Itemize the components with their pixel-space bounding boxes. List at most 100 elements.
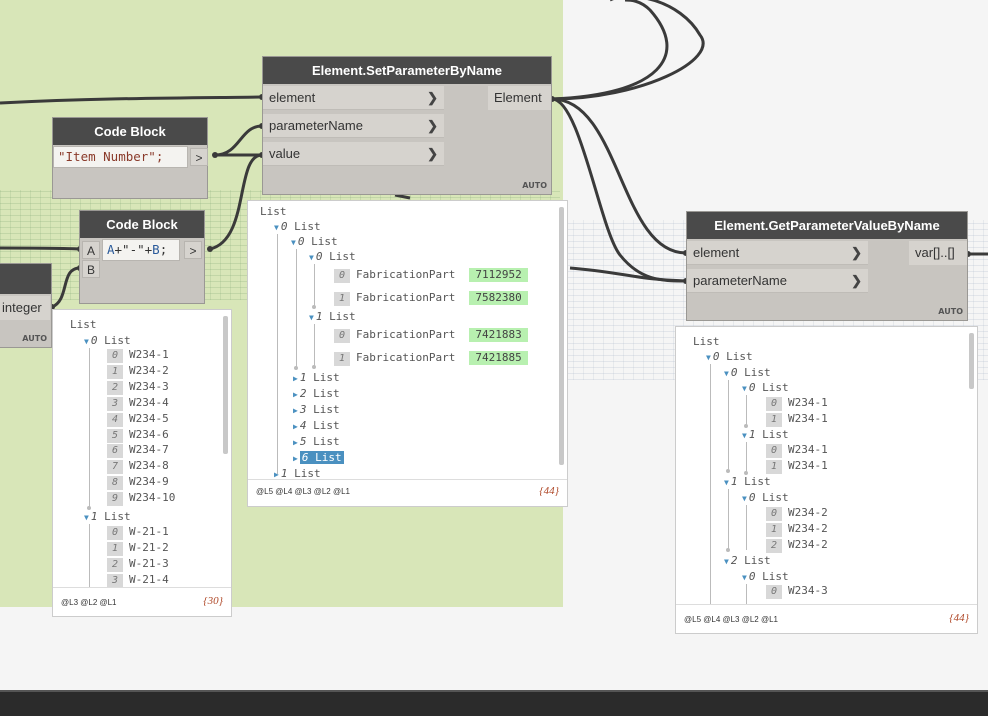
code-block-node-2[interactable]: Code Block A B A+"-"+B; > xyxy=(79,210,205,304)
partial-node[interactable]: integer AUTO xyxy=(0,263,52,348)
get-parameter-node-title[interactable]: Element.GetParameterValueByName xyxy=(687,212,967,239)
output-port-var[interactable]: var[]..[] xyxy=(909,241,967,265)
collapsed-triangle-icon[interactable]: ▶ xyxy=(293,406,298,415)
list-item[interactable]: ▼0 List xyxy=(291,235,338,248)
chevron-right-icon[interactable]: ❯ xyxy=(851,245,862,260)
expand-triangle-icon[interactable]: ▼ xyxy=(84,513,89,522)
collapsed-triangle-icon[interactable]: ▶ xyxy=(293,438,298,447)
collapsed-triangle-icon[interactable]: ▶ xyxy=(293,390,298,399)
code-block-title[interactable]: Code Block xyxy=(53,118,207,145)
chevron-right-icon[interactable]: ❯ xyxy=(427,90,438,105)
lacing-auto-label[interactable]: AUTO xyxy=(522,181,547,190)
list-item[interactable]: ▼1 List xyxy=(742,428,789,441)
code-block-node-1[interactable]: Code Block "Item Number"; > xyxy=(52,117,208,199)
chevron-right-icon[interactable]: ❯ xyxy=(427,146,438,161)
lacing-auto-label[interactable]: AUTO xyxy=(22,334,47,343)
expand-triangle-icon[interactable]: ▼ xyxy=(724,369,729,378)
expand-triangle-icon[interactable]: ▼ xyxy=(309,313,314,322)
input-port-element[interactable]: element❯ xyxy=(263,86,444,110)
expand-triangle-icon[interactable]: ▼ xyxy=(742,384,747,393)
expand-triangle-icon[interactable]: ▼ xyxy=(742,431,747,440)
code-editor-line[interactable]: "Item Number"; xyxy=(53,146,188,168)
scrollbar-thumb[interactable] xyxy=(969,333,974,389)
collapsed-triangle-icon[interactable]: ▶ xyxy=(293,454,298,463)
code-editor-line[interactable]: A+"-"+B; xyxy=(102,239,180,261)
expand-triangle-icon[interactable]: ▼ xyxy=(742,573,747,582)
list-item[interactable]: ▼0 List xyxy=(724,366,771,379)
expand-triangle-icon[interactable]: ▼ xyxy=(724,478,729,487)
input-port-parameterName[interactable]: parameterName❯ xyxy=(263,114,444,138)
list-item[interactable]: ▼0 List xyxy=(274,220,321,233)
output-port-code2[interactable]: > xyxy=(184,241,202,259)
expand-triangle-icon[interactable]: ▼ xyxy=(291,238,296,247)
code-text[interactable]: "Item Number"; xyxy=(58,149,164,164)
expand-triangle-icon[interactable]: ▼ xyxy=(706,353,711,362)
collapsed-triangle-icon[interactable]: ▶ xyxy=(274,470,279,478)
scrollbar-thumb[interactable] xyxy=(223,316,228,454)
output-port-element[interactable]: Element xyxy=(488,86,551,110)
list-item[interactable]: ▶5 List xyxy=(293,435,340,449)
list-item[interactable]: ▼0 List xyxy=(742,381,789,394)
partial-node-header[interactable] xyxy=(0,264,51,294)
list-item[interactable]: ▼2 List xyxy=(724,554,771,567)
input-port-parameterName[interactable]: parameterName❯ xyxy=(687,269,868,293)
input-port-element[interactable]: element❯ xyxy=(687,241,868,265)
expand-triangle-icon[interactable]: ▼ xyxy=(724,557,729,566)
output-port-code1[interactable]: > xyxy=(190,148,208,166)
list-item[interactable]: ▶1 List xyxy=(274,467,321,478)
list-item[interactable]: ▶6 List xyxy=(293,451,344,465)
list-item[interactable]: ▶4 List xyxy=(293,419,340,433)
input-port-b[interactable]: B xyxy=(82,260,100,278)
list-item[interactable]: ▼1 List xyxy=(84,510,131,523)
chevron-right-icon[interactable]: ❯ xyxy=(851,273,862,288)
code-block-title[interactable]: Code Block xyxy=(80,211,204,238)
collapsed-triangle-icon[interactable]: ▶ xyxy=(293,374,298,383)
list-item[interactable]: ▶1 List xyxy=(293,371,340,385)
list-item[interactable]: ▶3 List xyxy=(293,403,340,417)
list-item[interactable]: ▼1 List xyxy=(309,310,356,323)
collapsed-triangle-icon[interactable]: ▶ xyxy=(293,422,298,431)
scrollbar-thumb[interactable] xyxy=(559,207,564,465)
chevron-right-icon[interactable]: ❯ xyxy=(427,118,438,133)
list-item[interactable]: ▼0 List xyxy=(84,334,131,347)
expand-triangle-icon[interactable]: ▼ xyxy=(84,337,89,346)
input-port-a[interactable]: A xyxy=(82,241,100,259)
list-item[interactable]: ▼0 List xyxy=(742,491,789,504)
expand-triangle-icon[interactable]: ▼ xyxy=(742,494,747,503)
list-item[interactable]: ▶2 List xyxy=(293,387,340,401)
expand-triangle-icon[interactable]: ▼ xyxy=(309,253,314,262)
lacing-auto-label[interactable]: AUTO xyxy=(938,307,963,316)
output-port-integer[interactable]: integer xyxy=(0,296,50,320)
list-item[interactable]: ▼1 List xyxy=(724,475,771,488)
get-parameter-node[interactable]: Element.GetParameterValueByName element❯… xyxy=(686,211,968,321)
set-parameter-node[interactable]: Element.SetParameterByName element❯ para… xyxy=(262,56,552,195)
list-item[interactable]: ▼0 List xyxy=(706,350,753,363)
expand-triangle-icon[interactable]: ▼ xyxy=(274,223,279,232)
